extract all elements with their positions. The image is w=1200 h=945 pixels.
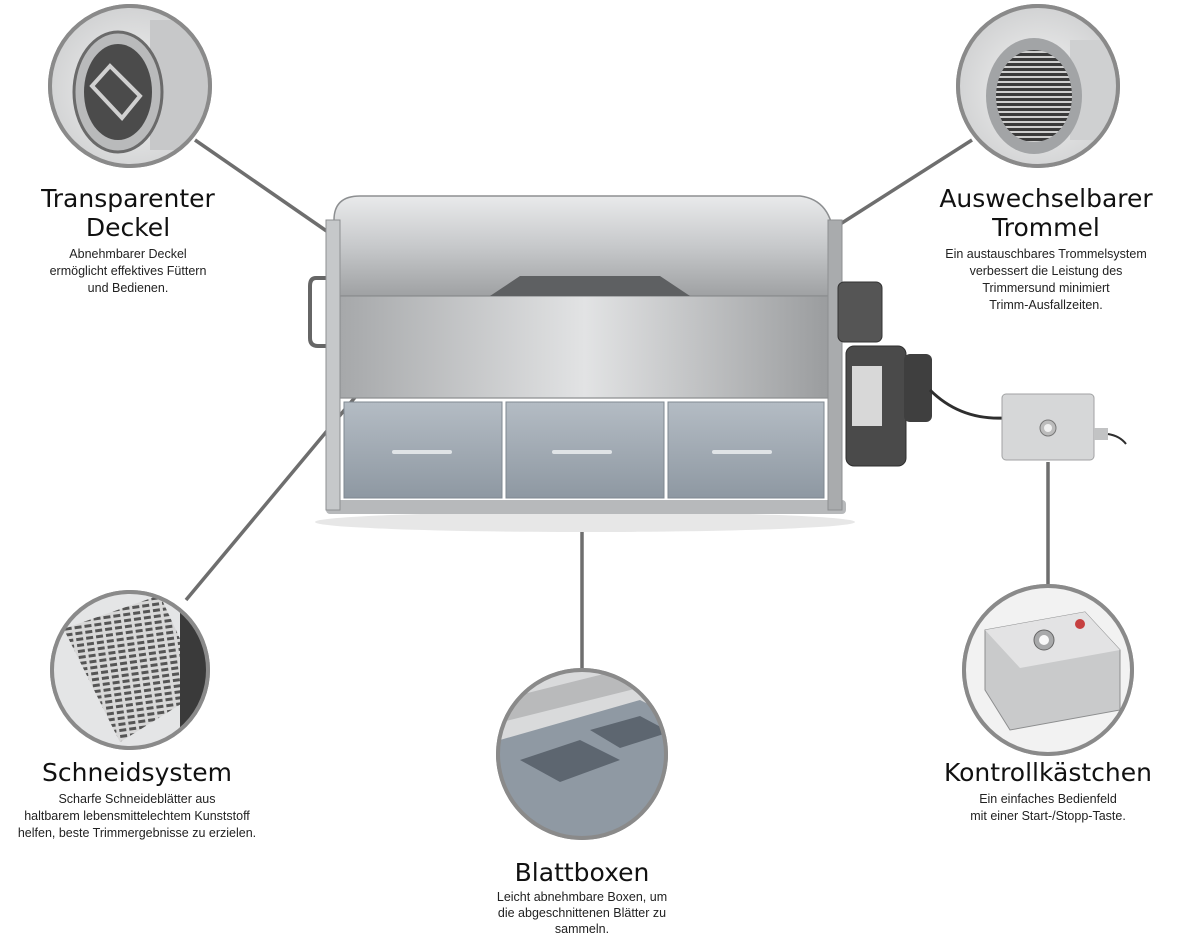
lid-magnifier — [48, 4, 212, 168]
blatt-desc-line: Leicht abnehmbare Boxen, um — [496, 890, 668, 904]
kontroll-desc-line: Ein einfaches Bedienfeld — [979, 792, 1117, 806]
deckel-desc-line: und Bedienen. — [87, 281, 169, 295]
schneid-title: Schneidsystem — [42, 758, 232, 787]
callout-schneid: Schneidsystem Scharfe Schneideblätter au… — [0, 758, 274, 842]
connector-trommel — [833, 138, 973, 230]
deckel-desc-line: ermöglicht effektives Füttern — [49, 264, 207, 278]
trommel-desc-line: Ein austauschbares Trommelsystem — [945, 247, 1147, 261]
trommel-desc-line: verbessert die Leistung des — [969, 264, 1123, 278]
schneid-desc-line: helfen, beste Trimmergebnisse zu erziele… — [17, 826, 257, 840]
trommel-title-line1: Auswechselbarer — [939, 184, 1153, 213]
trommel-title: Auswechselbarer Trommel — [915, 184, 1177, 242]
callout-trommel: Auswechselbarer Trommel Ein austauschbar… — [915, 184, 1177, 314]
deckel-desc-line: Abnehmbarer Deckel — [69, 247, 187, 261]
blatt-desc-line: sammeln. — [554, 922, 610, 936]
schneid-desc: Scharfe Schneideblätter aus haltbarem le… — [0, 791, 274, 842]
trommel-desc-line: Trimmersund minimiert — [982, 281, 1110, 295]
trimmer-machine — [308, 195, 1127, 532]
control-box — [1001, 393, 1127, 461]
connector-deckel — [194, 138, 329, 234]
callout-kontroll: Kontrollkästchen Ein einfaches Bedienfel… — [928, 758, 1168, 825]
drum-magnifier — [956, 4, 1120, 168]
kontroll-desc: Ein einfaches Bedienfeld mit einer Start… — [928, 791, 1168, 825]
kontroll-desc-line: mit einer Start-/Stopp-Taste. — [970, 809, 1126, 823]
blatt-desc-line: die abgeschnittenen Blätter zu — [497, 906, 667, 920]
trommel-desc: Ein austauschbares Trommelsystem verbess… — [915, 246, 1177, 314]
callout-blatt: Blattboxen Leicht abnehmbare Boxen, um d… — [462, 858, 702, 937]
deckel-title: Transparenter Deckel — [10, 184, 246, 242]
trommel-title-line2: Trommel — [992, 213, 1100, 242]
trommel-desc-line: Trimm-Ausfallzeiten. — [989, 298, 1103, 312]
box-magnifier — [496, 668, 668, 840]
deckel-title-line2: Deckel — [85, 213, 171, 242]
callout-deckel: Transparenter Deckel Abnehmbarer Deckel … — [10, 184, 246, 297]
schneid-desc-line: Scharfe Schneideblätter aus — [58, 792, 216, 806]
blade-boxes — [343, 401, 825, 499]
deckel-title-line1: Transparenter — [41, 184, 215, 213]
kontroll-title: Kontrollkästchen — [943, 758, 1152, 787]
blatt-title: Blattboxen — [514, 858, 650, 887]
schneid-desc-line: haltbarem lebensmittelechtem Kunststoff — [24, 809, 250, 823]
deckel-desc: Abnehmbarer Deckel ermöglicht effektives… — [10, 246, 246, 297]
blade-magnifier — [50, 590, 210, 750]
motor — [837, 281, 932, 467]
controlbox-magnifier — [962, 584, 1134, 756]
blatt-desc: Leicht abnehmbare Boxen, um die abgeschn… — [462, 889, 702, 937]
